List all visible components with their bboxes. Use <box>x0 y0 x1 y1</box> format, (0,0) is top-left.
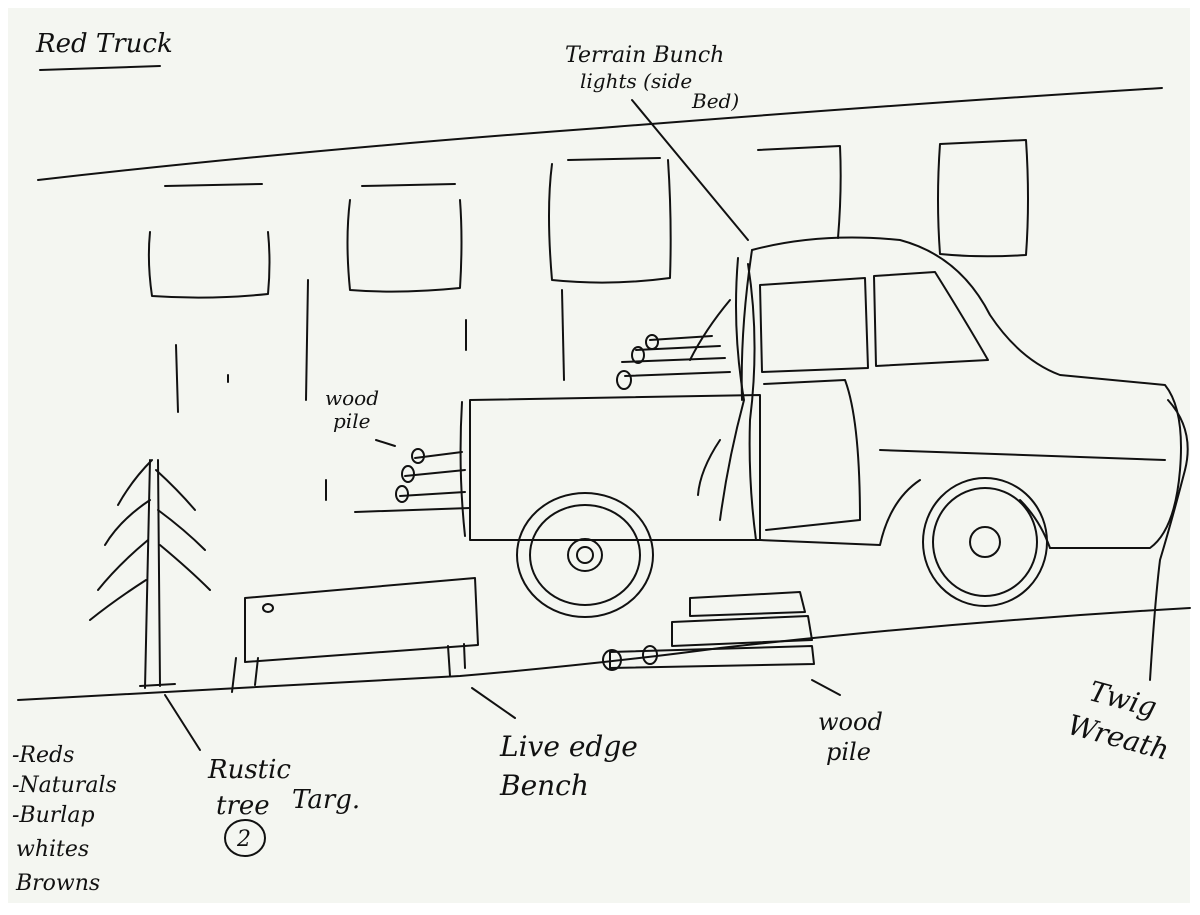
wood-pile-ground <box>602 591 815 671</box>
tree-count-circle <box>224 819 266 857</box>
palette-note-item: -Reds <box>12 743 74 768</box>
paper <box>8 8 1190 903</box>
building-pillars <box>175 279 565 501</box>
ground-line <box>17 607 1191 701</box>
label-terrain-line3: Bed) <box>691 89 739 113</box>
building-roofline <box>37 87 1163 181</box>
label-wood-pile-upper-line1: wood <box>325 386 379 410</box>
palette-note-item: -Burlap <box>12 803 95 828</box>
label-wood-pile-lower-line2: pile <box>826 738 871 766</box>
label-bench-line1: Live edge <box>499 730 638 763</box>
label-terrain-line2: lights (side <box>580 69 692 93</box>
palette-note-item: -Naturals <box>12 773 117 798</box>
label-rustic-tree-line2: tree <box>216 791 270 821</box>
twig-wreath <box>1149 399 1189 681</box>
truck-wheel-rear <box>922 477 1048 607</box>
rustic-tree <box>89 459 211 689</box>
label-rustic-tree-line1: Rustic <box>207 755 291 785</box>
palette-note-item: Browns <box>15 871 100 896</box>
palette-note-item: whites <box>16 837 89 862</box>
live-edge-bench <box>231 577 479 693</box>
building-windows <box>147 139 1029 299</box>
wood-pile-truck-bed <box>616 334 731 390</box>
truck-wheel-front <box>516 492 654 618</box>
twig-bundle <box>689 257 757 541</box>
leader-lines <box>39 65 841 751</box>
sketch-title: Red Truck <box>35 29 173 59</box>
ink-drawing <box>17 65 1191 857</box>
label-wood-pile-upper-line2: pile <box>333 409 370 433</box>
label-rustic-tree-line2b: Targ. <box>292 785 360 815</box>
label-terrain-line1: Terrain Bunch <box>565 43 724 68</box>
label-rustic-tree-count: 2 <box>236 827 251 852</box>
wood-pile-left <box>395 448 466 503</box>
label-wood-pile-lower-line1: wood <box>818 708 883 736</box>
label-bench-line2: Bench <box>499 769 589 802</box>
